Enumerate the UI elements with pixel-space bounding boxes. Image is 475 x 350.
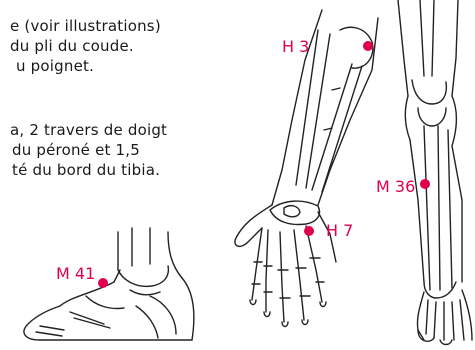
arm-illustration: [235, 10, 378, 327]
foot-illustration: [24, 228, 194, 340]
point-h3-dot: [363, 41, 373, 51]
label-m36: M 36: [376, 178, 415, 196]
label-h7: H 7: [326, 222, 353, 240]
text-line-2: du pli du coude.: [10, 36, 161, 56]
text-line-6: té du bord du tibia.: [10, 160, 167, 180]
text-line-5: du péroné et 1,5: [10, 140, 167, 160]
text-line-3: u poignet.: [10, 56, 161, 76]
point-m41-dot: [98, 278, 108, 288]
instruction-text-1: e (voir illustrations) du pli du coude. …: [10, 16, 161, 76]
instruction-text-2: a, 2 travers de doigt du péroné et 1,5 t…: [10, 120, 167, 180]
text-line-4: a, 2 travers de doigt: [10, 120, 167, 140]
point-m36-dot: [420, 179, 430, 189]
point-h7-dot: [304, 226, 314, 236]
label-m41: M 41: [56, 265, 95, 283]
text-line-1: e (voir illustrations): [10, 16, 161, 36]
label-h3: H 3: [282, 38, 309, 56]
leg-illustration: [398, 0, 472, 345]
